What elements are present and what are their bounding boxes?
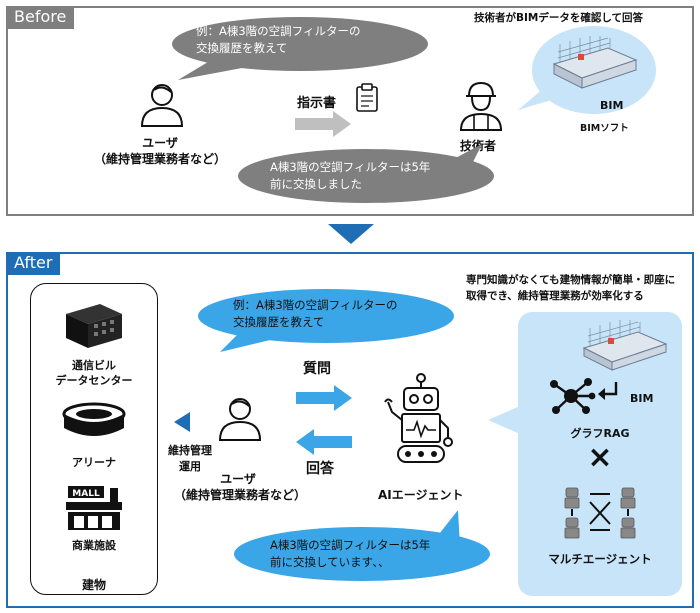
- mall-label: 商業施設: [72, 539, 116, 552]
- telecom-building-icon: [66, 304, 122, 348]
- transition-down-arrow: [328, 224, 374, 244]
- buildings-box: [30, 283, 158, 595]
- before-answer-line2: 前に交換しました: [270, 177, 362, 191]
- maintenance-label-1: 維持管理: [168, 444, 212, 457]
- after-answer-line1: A棟3階の空調フィルターは5年: [270, 538, 431, 552]
- multi-agent-icon: [564, 487, 636, 539]
- telecom-label-1: 通信ビル: [72, 359, 116, 372]
- after-label: After: [6, 252, 61, 275]
- reply-arrow: [296, 429, 352, 455]
- multi-agent-label: マルチエージェント: [548, 552, 652, 566]
- after-question-line2: 交換履歴を教えて: [233, 315, 325, 329]
- before-user-icon: [140, 84, 184, 127]
- ai-agent-robot-icon: [384, 373, 453, 463]
- before-answer-line1: A棟3階の空調フィルターは5年: [270, 160, 431, 174]
- reply-label: 回答: [306, 461, 334, 477]
- before-question-line2: 交換履歴を教えて: [196, 41, 288, 55]
- arena-label: アリーナ: [72, 456, 116, 469]
- after-caption-line1: 専門知識がなくても建物情報が簡単・即座に: [466, 274, 676, 286]
- after-question-line1: 例：A棟3階の空調フィルターの: [233, 298, 398, 312]
- instruction-clipboard-icon: [356, 83, 378, 112]
- after-bim-model-image: [582, 320, 668, 371]
- after-user-sub: （維持管理業務者など）: [173, 488, 306, 502]
- times-symbol: ×: [587, 440, 613, 475]
- ask-arrow: [296, 385, 352, 411]
- engineer-label: 技術者: [460, 139, 497, 153]
- maintenance-arrow: [174, 412, 190, 432]
- after-answer-line2: 前に交換しています、、: [270, 555, 390, 569]
- engineer-icon: [459, 81, 503, 131]
- after-user-icon: [218, 398, 262, 441]
- before-question-line1: 例：A棟3階の空調フィルターの: [196, 24, 361, 38]
- after-bim-label: BIM: [630, 392, 654, 405]
- telecom-label-2: データセンター: [55, 374, 133, 387]
- before-user-label: ユーザ: [142, 136, 178, 150]
- graph-rag-label: グラフRAG: [570, 427, 630, 440]
- after-panel: [6, 252, 694, 608]
- graph-network-icon: [550, 378, 596, 414]
- graph-rag-box: [488, 312, 682, 596]
- bim-model-image: [552, 36, 638, 89]
- after-user-label: ユーザ: [220, 472, 256, 486]
- before-question-bubble: [172, 17, 428, 80]
- after-caption-line2: 取得でき、維持管理業務が効率化する: [466, 290, 644, 302]
- mall-sign-text: MALL: [72, 489, 100, 499]
- buildings-title: 建物: [81, 578, 106, 592]
- after-answer-bubble: [234, 510, 490, 581]
- bim-return-arrow-icon: [598, 382, 618, 400]
- before-user-sub: （維持管理業務者など）: [93, 152, 226, 166]
- before-answer-bubble: [238, 144, 494, 203]
- maintenance-label-2: 運用: [179, 460, 201, 473]
- after-question-bubble: [198, 289, 454, 352]
- ai-agent-label: AIエージェント: [378, 488, 464, 502]
- ask-label: 質問: [303, 361, 331, 377]
- before-label: Before: [6, 6, 75, 29]
- instruction-label: 指示書: [297, 96, 337, 111]
- before-caption: 技術者がBIMデータを確認して回答: [474, 12, 644, 24]
- bim-software-label: BIMソフト: [580, 123, 629, 134]
- bim-label: BIM: [600, 99, 624, 112]
- mall-icon: MALL: [66, 486, 122, 530]
- before-panel: [6, 6, 694, 216]
- arena-icon: [62, 402, 126, 436]
- instruction-arrow: [295, 111, 351, 137]
